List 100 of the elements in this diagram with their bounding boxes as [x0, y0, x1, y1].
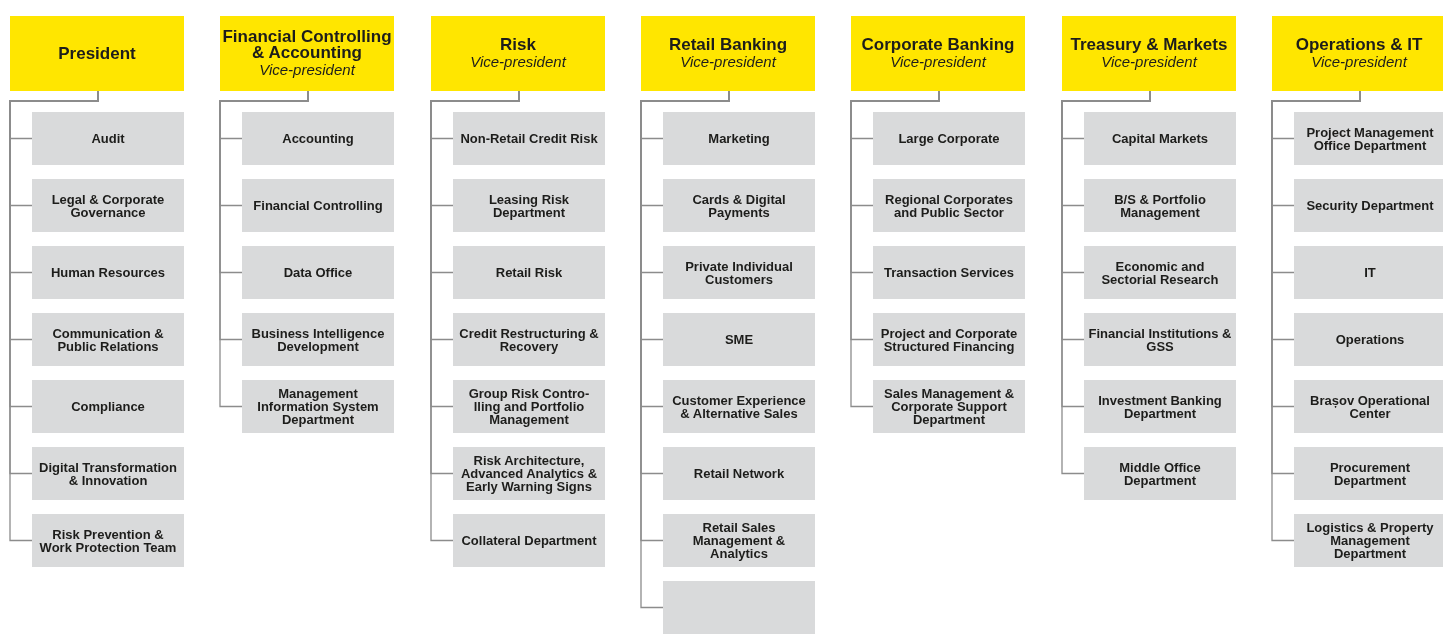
role-subtitle: Vice-president: [1311, 53, 1407, 70]
department-name: Procurement Department: [1328, 460, 1412, 487]
department-name: Audit: [91, 132, 125, 145]
department-name: Communication & Public Relations: [51, 326, 165, 353]
department-box: [453, 313, 605, 366]
department-name: Private Individual Customers: [684, 259, 794, 286]
department-name: Financial Controlling: [253, 199, 383, 212]
department-box: [453, 179, 605, 232]
header-box: [431, 16, 605, 91]
department-box: [1084, 380, 1236, 433]
department-box: [663, 380, 815, 433]
department-name: Capital Markets: [1111, 132, 1209, 145]
role-subtitle: Vice-president: [680, 53, 776, 70]
header-box: [1062, 16, 1236, 91]
unit-title: Operations & IT: [1295, 37, 1423, 53]
department-name: Retail Sales Management & Analytics: [691, 521, 787, 560]
department-box: [873, 112, 1025, 165]
department-name: Marketing: [708, 132, 770, 145]
header-box: [1272, 16, 1443, 91]
department-name: Digital Transformation & Innovation: [38, 460, 178, 487]
department-name: Customer Experience & Alternative Sales: [671, 393, 807, 420]
department-box: [453, 447, 605, 500]
department-name: Data Office: [283, 266, 353, 279]
department-name: Retail Risk: [495, 266, 563, 279]
department-name: Compliance: [71, 400, 145, 413]
department-name: Regional Corporates and Public Sector: [884, 192, 1014, 219]
department-box: [242, 112, 394, 165]
department-box: [242, 179, 394, 232]
department-box: [873, 246, 1025, 299]
role-subtitle: Vice-president: [1101, 53, 1197, 70]
department-name: Project Management Office Department: [1305, 125, 1435, 152]
department-name: Investment Banking Department: [1097, 393, 1223, 420]
department-name: Accounting: [282, 132, 354, 145]
department-name: Operations: [1335, 333, 1405, 346]
department-box: [32, 313, 184, 366]
unit-title: Treasury & Markets: [1070, 37, 1228, 53]
department-box: [32, 246, 184, 299]
department-box: [663, 514, 815, 567]
header-box: [220, 16, 394, 91]
department-name: Credit Restructuring & Recovery: [458, 326, 600, 353]
unit-title: Risk: [500, 37, 536, 53]
department-name: Risk Architecture, Advanced Analytics & Early Warning Signs: [459, 454, 599, 493]
department-box: [1294, 112, 1443, 165]
department-box: [1294, 246, 1443, 299]
department-name: Non-Retail Credit Risk: [460, 132, 598, 145]
department-box: [873, 179, 1025, 232]
department-box: [32, 380, 184, 433]
department-name: Management Information System Department: [256, 387, 380, 426]
role-subtitle: Vice-president: [259, 61, 355, 78]
department-box: [1084, 179, 1236, 232]
header-box: [641, 16, 815, 91]
department-name: Sales Management & Corporate Support Department: [882, 387, 1015, 426]
department-name: Legal & Corporate Governance: [50, 192, 166, 219]
department-box: [453, 246, 605, 299]
department-name: Large Corporate: [898, 132, 1000, 145]
department-box: [1294, 380, 1443, 433]
department-name: Project and Corporate Structured Financing: [879, 326, 1019, 353]
department-box: [1084, 246, 1236, 299]
department-name: Retail Network: [693, 467, 785, 480]
department-box: [242, 246, 394, 299]
department-box: [32, 179, 184, 232]
department-name: Collateral Department: [461, 534, 597, 547]
department-name: Human Resources: [50, 266, 166, 279]
department-box: [1084, 313, 1236, 366]
department-name: Risk Prevention & Work Protection Team: [38, 527, 178, 554]
department-box: [242, 380, 394, 433]
department-name: Security Department: [1306, 199, 1434, 212]
unit-title: President: [58, 45, 136, 62]
department-box: [1294, 447, 1443, 500]
department-name: Transaction Services: [883, 266, 1015, 279]
department-box: [453, 112, 605, 165]
department-box: [32, 447, 184, 500]
department-name: Leasing Risk Department: [487, 192, 571, 219]
role-subtitle: Vice-president: [470, 53, 566, 70]
department-name: IT: [1364, 266, 1376, 279]
role-subtitle: Vice-president: [890, 53, 986, 70]
department-box: [1294, 514, 1443, 567]
department-box: [663, 313, 815, 366]
department-box: [873, 380, 1025, 433]
unit-title: Retail Banking: [668, 37, 788, 53]
department-box: [663, 246, 815, 299]
department-name: Middle Office Department: [1118, 460, 1202, 487]
department-box: [453, 514, 605, 567]
unit-title: Financial Controlling & Accounting: [221, 29, 393, 61]
department-box: [1294, 179, 1443, 232]
department-name: SME: [724, 333, 754, 346]
department-name: Group Risk Contro- lling and Portfolio Management: [467, 387, 591, 426]
header-box: [851, 16, 1025, 91]
department-box: [242, 313, 394, 366]
department-box: [1294, 313, 1443, 366]
department-box: [663, 447, 815, 500]
department-box: [1084, 112, 1236, 165]
department-name: Financial Institutions & GSS: [1087, 326, 1233, 353]
department-name: Economic and Sectorial Research: [1100, 259, 1220, 286]
department-name: Logistics & Property Management Department: [1305, 521, 1435, 560]
header-box: [10, 16, 184, 91]
department-name: Business Intelligence Development: [250, 326, 386, 353]
department-box: [453, 380, 605, 433]
unit-title: Corporate Banking: [861, 37, 1015, 53]
department-box: [663, 112, 815, 165]
